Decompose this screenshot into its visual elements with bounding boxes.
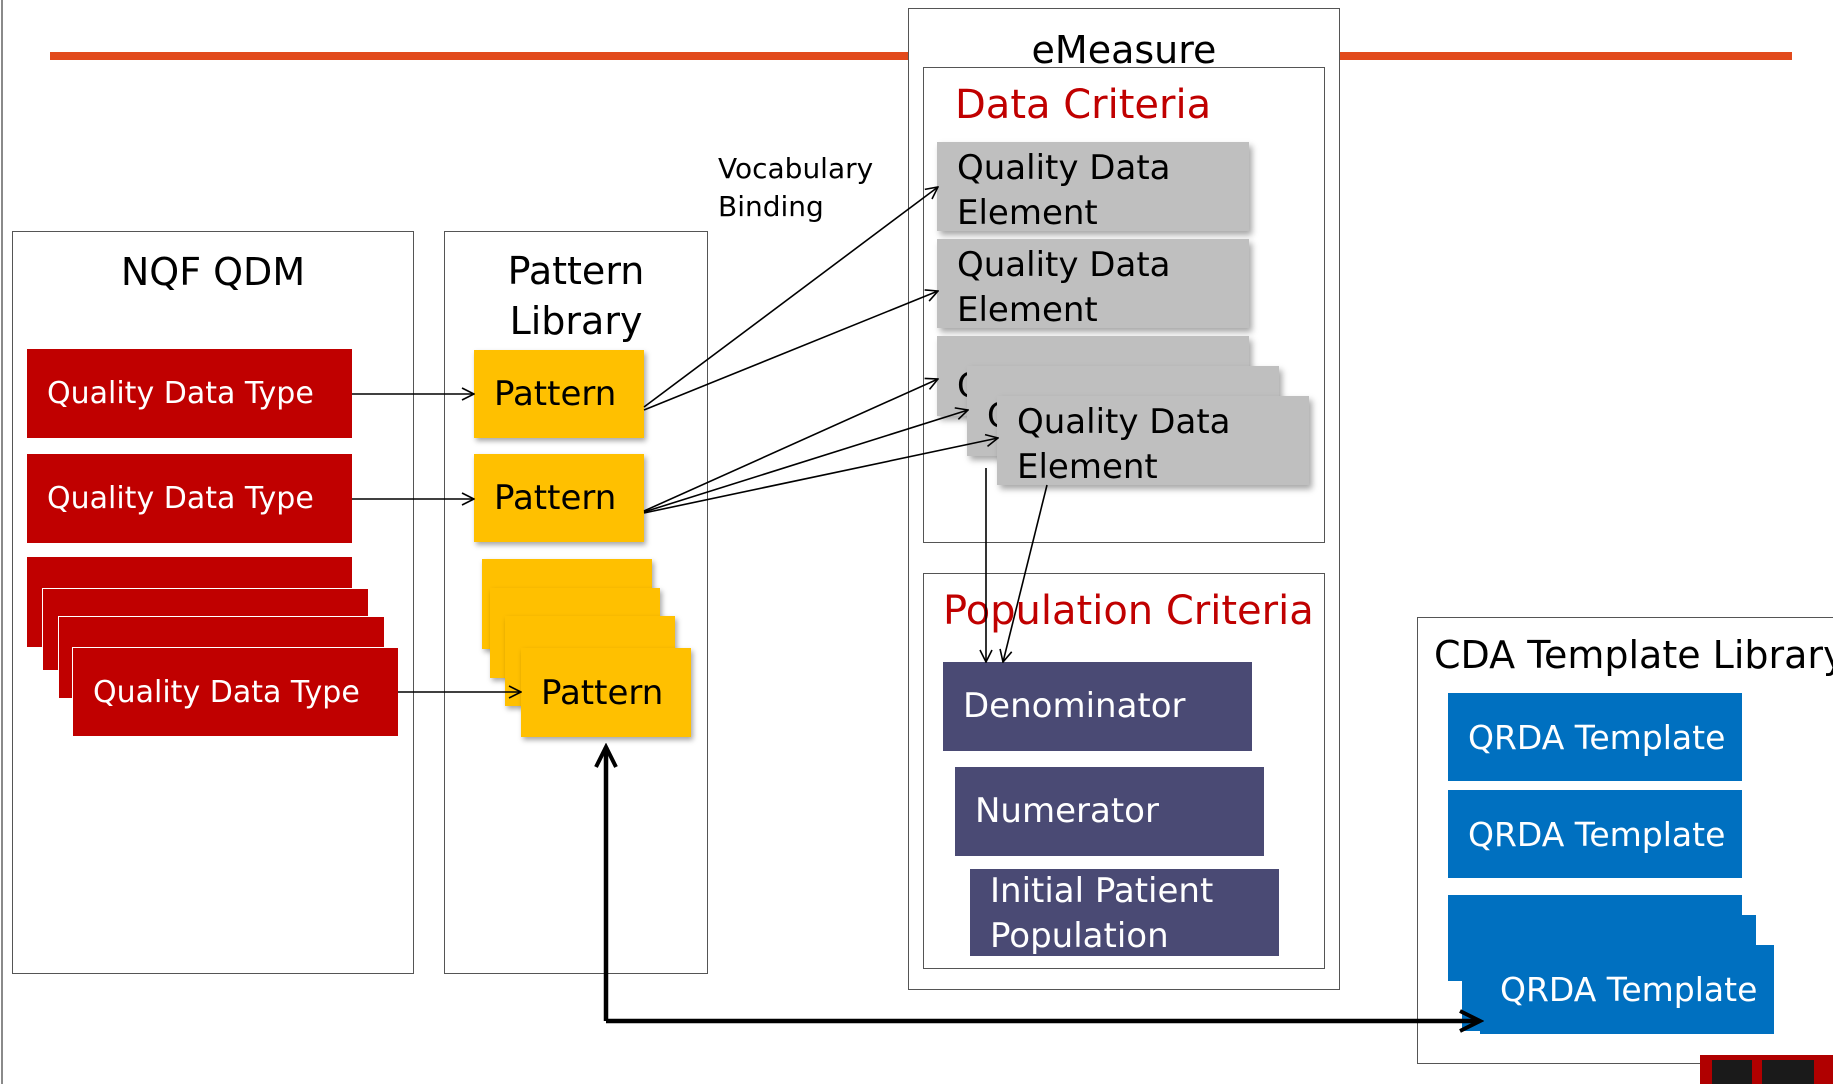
nqf-qdm-title: NQF QDM: [120, 250, 306, 294]
pattern-library-title-line1: Pattern: [507, 249, 645, 293]
numerator-label: Numerator: [975, 791, 1159, 831]
pattern-label: Pattern: [494, 374, 617, 414]
corner-logo-fragment-detail: [1762, 1060, 1814, 1084]
quality-data-element-line2: Element: [957, 290, 1098, 330]
population-criteria-title: Population Criteria: [943, 588, 1314, 634]
initial-patient-population-line1: Initial Patient: [990, 871, 1214, 911]
quality-data-type-2[interactable]: Quality Data Type: [27, 454, 352, 543]
qrda-template-label: QRDA Template: [1468, 814, 1726, 854]
qrda-template-2[interactable]: QRDA Template: [1448, 790, 1742, 878]
vocabulary-binding-line1: Vocabulary: [718, 152, 874, 185]
denominator-label: Denominator: [963, 686, 1186, 726]
qrda-template-3[interactable]: QRDA Template: [1480, 945, 1774, 1034]
data-criteria-title: Data Criteria: [955, 82, 1212, 128]
qrda-template-1[interactable]: QRDA Template: [1448, 693, 1742, 781]
pattern-2[interactable]: Pattern: [474, 454, 644, 542]
quality-data-element-line1: Quality Data: [1017, 402, 1231, 442]
quality-data-element-2[interactable]: Quality Data Element: [937, 239, 1249, 330]
quality-data-element-line2: Element: [1017, 447, 1158, 487]
cda-template-library-title: CDA Template Library: [1434, 633, 1833, 677]
vocabulary-binding-label: Vocabulary Binding: [718, 150, 873, 226]
pattern-label: Pattern: [494, 478, 617, 518]
quality-data-type-label: Quality Data Type: [47, 376, 314, 411]
emeasure-title: eMeasure: [1031, 28, 1217, 72]
quality-data-type-3[interactable]: Quality Data Type: [72, 647, 398, 736]
vocabulary-binding-line2: Binding: [718, 190, 824, 223]
quality-data-element-1[interactable]: Quality Data Element: [937, 142, 1249, 233]
qrda-template-label: QRDA Template: [1500, 970, 1758, 1009]
initial-patient-population-box[interactable]: Initial Patient Population: [970, 869, 1279, 956]
left-edge-line: [1, 0, 3, 1084]
corner-logo-fragment-detail: [1712, 1060, 1752, 1084]
qrda-template-label: QRDA Template: [1468, 717, 1726, 757]
pattern-label: Pattern: [541, 672, 664, 713]
numerator-box[interactable]: Numerator: [955, 767, 1264, 856]
pattern-library-title-line2: Library: [509, 299, 643, 343]
quality-data-type-label: Quality Data Type: [47, 481, 314, 516]
pattern-3[interactable]: Pattern: [521, 648, 691, 737]
quality-data-element-line1: Quality Data: [957, 148, 1171, 188]
initial-patient-population-line2: Population: [990, 916, 1169, 956]
denominator-box[interactable]: Denominator: [943, 662, 1252, 751]
quality-data-element-3[interactable]: Quality Data Element: [997, 396, 1309, 487]
quality-data-type-label: Quality Data Type: [93, 674, 360, 710]
quality-data-element-line2: Element: [957, 193, 1098, 233]
pattern-1[interactable]: Pattern: [474, 350, 644, 438]
quality-data-element-line1: Quality Data: [957, 245, 1171, 285]
quality-data-type-1[interactable]: Quality Data Type: [27, 349, 352, 438]
